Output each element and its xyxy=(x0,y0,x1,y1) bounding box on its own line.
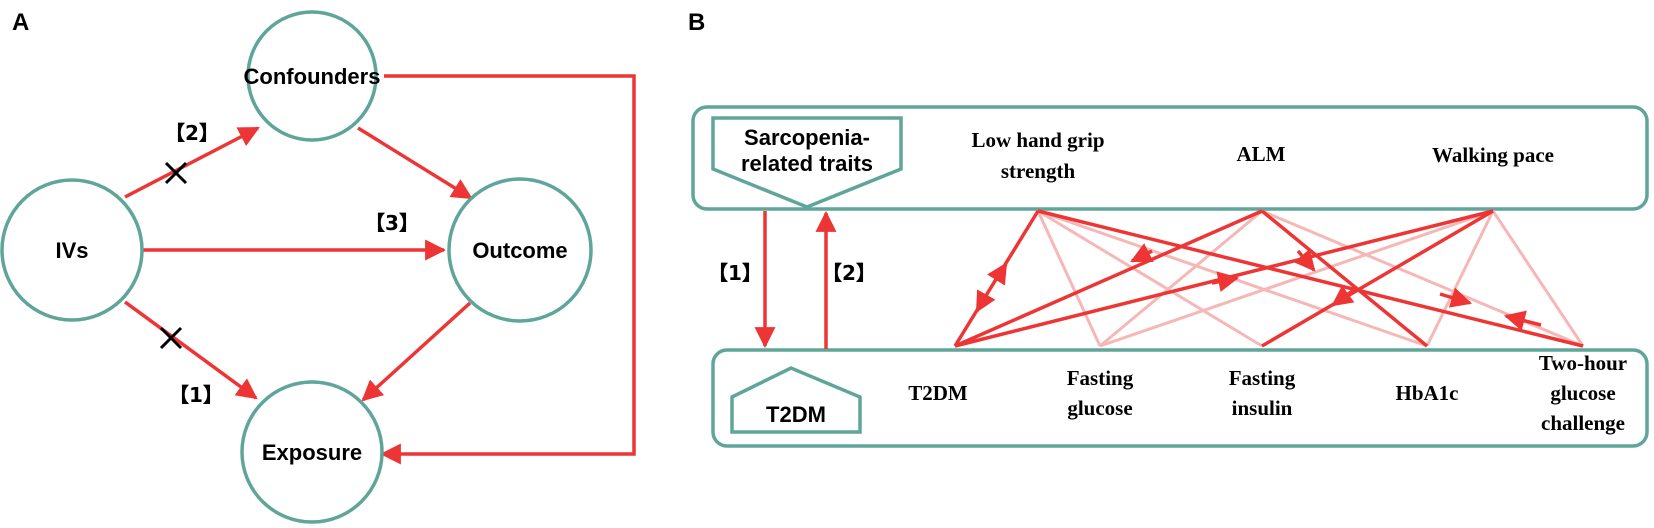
outcome-label: Outcome xyxy=(472,238,567,263)
t2dm-traits-box xyxy=(711,348,1649,448)
panel-a-label: A xyxy=(12,9,29,36)
marker-2-label: 【2】 xyxy=(165,121,219,145)
cross-mark-lower xyxy=(159,326,183,350)
edge-confounders-exposure xyxy=(379,74,636,465)
ivs-label: IVs xyxy=(55,238,88,263)
edge-outcome-exposure xyxy=(361,301,472,402)
network-arrowheads xyxy=(975,243,1542,331)
sarcopenia-pennant xyxy=(711,116,903,209)
exposure-label: Exposure xyxy=(262,440,362,465)
trait-walking-pace: Walking pace xyxy=(1432,143,1554,167)
marker-b1-label: 【1】 xyxy=(708,261,762,285)
trait-fasting-glucose-line2: glucose xyxy=(1067,396,1132,420)
ivs-node xyxy=(0,178,144,322)
trait-t2dm: T2DM xyxy=(908,381,968,405)
marker-3-label: 【3】 xyxy=(365,211,419,235)
marker-1-label: 【1】 xyxy=(169,383,223,407)
outcome-node xyxy=(447,177,593,323)
exposure-node xyxy=(240,380,384,524)
arrowhead-alm-hba1c xyxy=(1293,248,1316,272)
arrowhead-twohour-grip xyxy=(1503,310,1542,331)
trait-alm: ALM xyxy=(1237,142,1286,166)
arrowhead-grip-twohour xyxy=(1439,287,1473,308)
trait-hba1c: HbA1c xyxy=(1396,381,1459,405)
edge-ivs-exposure xyxy=(123,300,258,400)
trait-low-hand-grip-line2: strength xyxy=(1001,159,1076,183)
sarcopenia-traits-box xyxy=(691,105,1649,211)
trait-fasting-insulin-line2: insulin xyxy=(1232,396,1293,420)
trait-two-hour-line2: glucose xyxy=(1550,381,1615,405)
panel-b-label: B xyxy=(688,9,705,36)
edge-ivs-confounders xyxy=(124,126,260,199)
edge-confounders-outcome xyxy=(357,126,473,200)
arrowhead-walking-t2dm xyxy=(1211,271,1240,293)
t2dm-house-shape xyxy=(730,366,862,434)
arrowhead-alm-t2dm xyxy=(1130,243,1154,263)
trait-two-hour-line3: challenge xyxy=(1541,411,1625,435)
sarcopenia-box-label-line1: Sarcopenia- xyxy=(744,125,870,150)
arrowhead-grip-t2dm-down xyxy=(975,289,996,313)
trait-fasting-glucose-line1: Fasting xyxy=(1067,366,1134,390)
confounders-label: Confounders xyxy=(244,64,381,89)
confounders-node xyxy=(246,10,378,142)
trait-low-hand-grip-line1: Low hand grip xyxy=(971,128,1104,152)
panel-a-edges xyxy=(123,74,636,465)
marker-b2-label: 【2】 xyxy=(822,261,876,285)
trait-fasting-insulin-line1: Fasting xyxy=(1229,366,1296,390)
t2dm-box-label: T2DM xyxy=(766,402,826,427)
arrowhead-grip-t2dm-up xyxy=(987,262,1008,286)
cross-mark-upper xyxy=(164,161,188,185)
arrowhead-walking-insulin xyxy=(1331,285,1357,307)
trait-two-hour-line1: Two-hour xyxy=(1539,351,1627,375)
network-strong-edges xyxy=(953,209,1584,348)
sarcopenia-box-label-line2: related traits xyxy=(741,151,873,176)
